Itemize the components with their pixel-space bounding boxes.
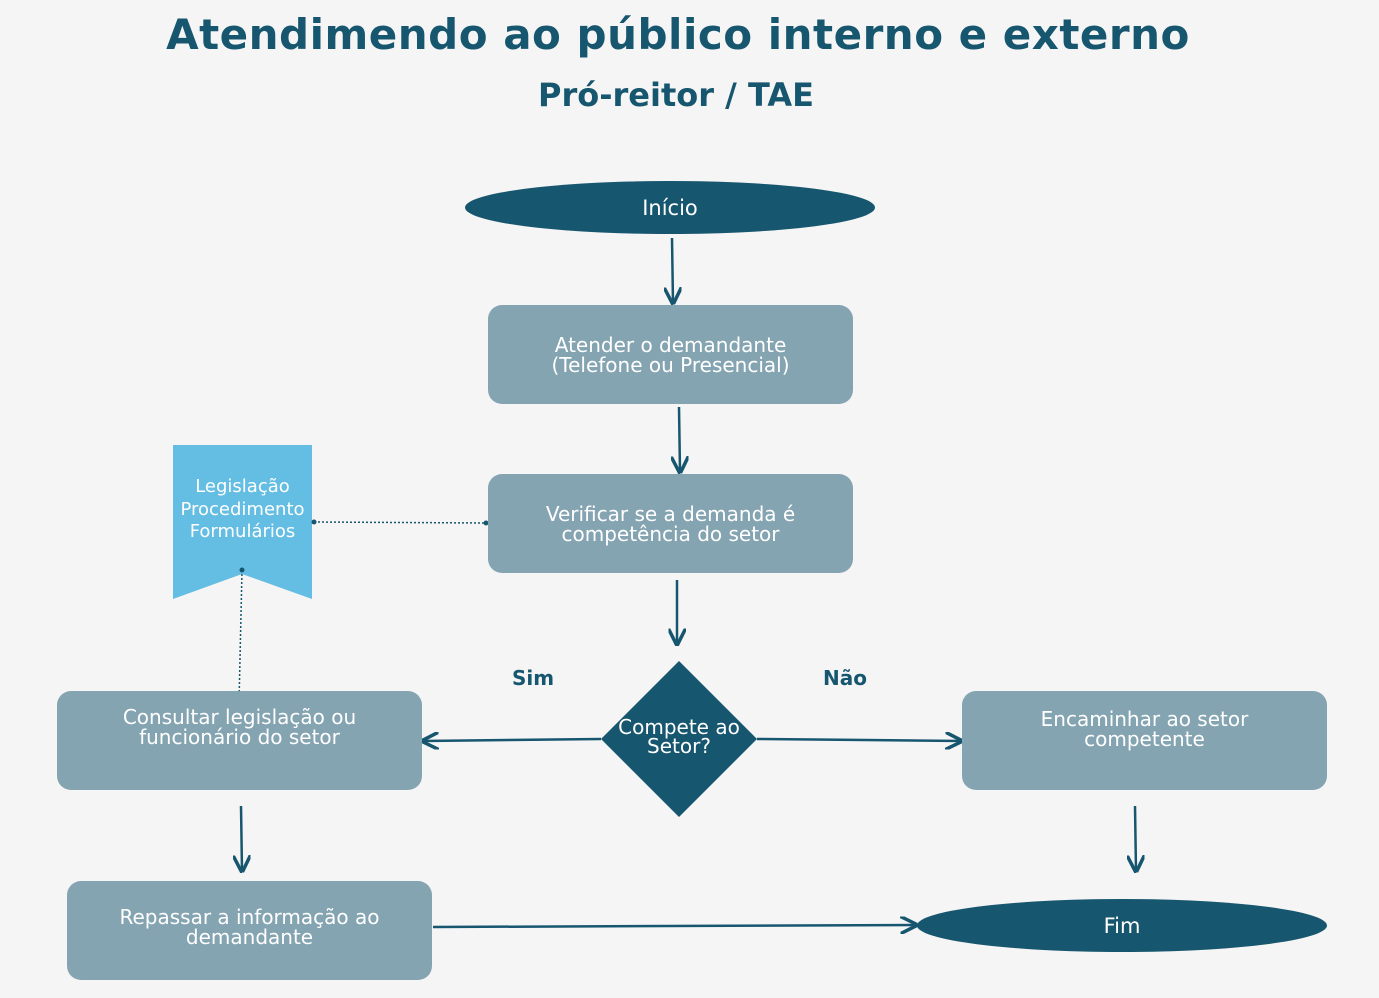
consult-legislation-box: Consultar legislação ou funcionário do s… xyxy=(57,691,422,790)
yes-branch-label: Sim xyxy=(512,666,555,690)
arrow-forward-to-end xyxy=(1135,805,1136,871)
arrow-relay-to-end xyxy=(432,925,916,927)
end-label: Fim xyxy=(1103,913,1141,938)
arrow-decision-to-forward xyxy=(756,739,961,741)
diagram-title: Atendimendo ao público interno e externo xyxy=(166,10,1190,59)
dotted-link-document-consult xyxy=(236,567,245,706)
end-node: Fim xyxy=(917,899,1327,952)
diagram-subtitle: Pró-reitor / TAE xyxy=(538,76,814,114)
consult-legislation-label: Consultar legislação ou funcionário do s… xyxy=(122,705,357,749)
no-branch-label: Não xyxy=(823,666,867,690)
dotted-link-document-verify xyxy=(311,519,489,526)
reference-document-label: Legislação Procedimento Formulários xyxy=(180,476,305,542)
decision-diamond xyxy=(601,661,757,817)
arrow-decision-to-consult xyxy=(423,739,602,741)
start-label: Início xyxy=(642,195,698,220)
verify-competence-box: Verificar se a demanda é competência do … xyxy=(488,474,853,573)
reference-document-shape xyxy=(173,445,312,599)
verify-competence-label: Verificar se a demanda é competência do … xyxy=(545,501,796,546)
attend-requester-box: Atender o demandante (Telefone ou Presen… xyxy=(488,305,853,404)
relay-information-label: Repassar a informação ao demandante xyxy=(119,905,380,949)
attend-requester-label: Atender o demandante (Telefone ou Presen… xyxy=(551,332,790,377)
relay-information-box: Repassar a informação ao demandante xyxy=(67,881,432,980)
arrow-start-to-attend xyxy=(672,237,673,303)
forward-sector-label: Encaminhar ao setor competente xyxy=(1040,707,1249,751)
start-node: Início xyxy=(465,181,875,234)
arrow-attend-to-verify xyxy=(679,406,680,472)
arrow-consult-to-relay xyxy=(241,805,242,871)
decision-label: Compete ao Setor? xyxy=(618,715,740,758)
forward-sector-box: Encaminhar ao setor competente xyxy=(962,691,1327,790)
